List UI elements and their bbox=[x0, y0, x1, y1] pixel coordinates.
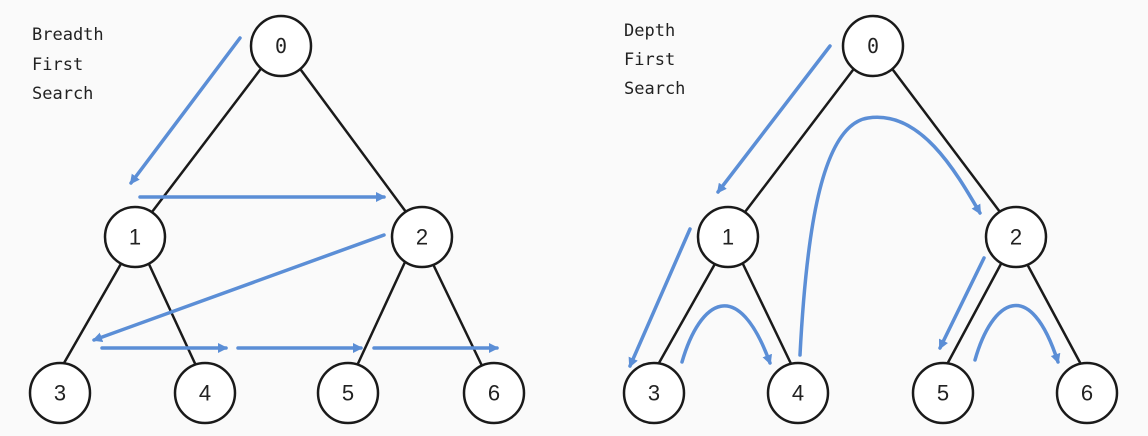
bfs-node-6-label: 6 bbox=[488, 381, 500, 406]
dfs-title-line-1: Depth bbox=[624, 21, 675, 41]
bfs-edge-2-6 bbox=[430, 261, 486, 371]
bfs-node-3: 3 bbox=[28, 361, 92, 425]
bfs-edge-1-4 bbox=[146, 261, 200, 371]
dfs-node-1-label: 1 bbox=[722, 225, 734, 250]
dfs-node-5: 5 bbox=[911, 361, 975, 425]
dfs-node-1: 1 bbox=[696, 205, 760, 269]
dfs-node-0-label: 0 bbox=[867, 34, 879, 58]
bfs-node-1: 1 bbox=[103, 205, 167, 269]
bfs-node-4: 4 bbox=[173, 361, 237, 425]
bfs-node-0: 0 bbox=[249, 14, 313, 78]
bfs-title-line-3: Search bbox=[32, 84, 93, 104]
bfs-edge-2-5 bbox=[353, 261, 407, 371]
bfs-node-0-label: 0 bbox=[275, 34, 287, 58]
dfs-edge-1-3 bbox=[653, 261, 718, 371]
dfs-node-4: 4 bbox=[766, 361, 830, 425]
bfs-node-5: 5 bbox=[316, 361, 380, 425]
bfs-node-1-label: 1 bbox=[129, 225, 141, 250]
dfs-node-6: 6 bbox=[1055, 361, 1119, 425]
dfs-arrow-1-to-3 bbox=[628, 227, 692, 368]
dfs-node-2: 2 bbox=[984, 205, 1048, 269]
bfs-node-4-label: 4 bbox=[199, 381, 211, 406]
bfs-edge-0-1 bbox=[151, 65, 264, 213]
bfs-title-line-2: First bbox=[32, 55, 83, 75]
bfs-arrow-0-to-1 bbox=[129, 36, 242, 185]
dfs-node-2-label: 2 bbox=[1010, 225, 1022, 250]
bfs-panel: Breadth First Search 0 1 2 bbox=[28, 14, 526, 425]
bfs-node-5-label: 5 bbox=[342, 381, 354, 406]
dfs-arrow-5-to-6 bbox=[973, 303, 1061, 364]
dfs-arrow-4-to-2 bbox=[798, 115, 982, 357]
dfs-panel: Depth First Search 0 1 2 3 bbox=[622, 14, 1119, 425]
dfs-edge-0-1 bbox=[744, 65, 857, 213]
dfs-edge-2-5 bbox=[942, 261, 1004, 371]
bfs-node-6: 6 bbox=[462, 361, 526, 425]
dfs-arrow-2-to-5 bbox=[938, 256, 986, 350]
bfs-edge-0-2 bbox=[296, 65, 408, 213]
dfs-title-line-3: Search bbox=[624, 79, 685, 99]
dfs-arrow-3-to-4 bbox=[680, 304, 772, 365]
dfs-node-6-label: 6 bbox=[1081, 381, 1093, 406]
dfs-node-4-label: 4 bbox=[792, 381, 804, 406]
bfs-node-2-label: 2 bbox=[416, 225, 428, 250]
dfs-edge-2-6 bbox=[1024, 261, 1086, 371]
dfs-title-line-2: First bbox=[624, 50, 675, 70]
dfs-node-3-label: 3 bbox=[648, 381, 660, 406]
dfs-edge-0-2 bbox=[889, 65, 1001, 213]
bfs-title-line-1: Breadth bbox=[32, 25, 104, 45]
bfs-edge-1-3 bbox=[58, 261, 124, 371]
dfs-node-3: 3 bbox=[622, 361, 686, 425]
dfs-arrow-0-to-1 bbox=[716, 44, 832, 194]
dfs-node-5-label: 5 bbox=[937, 381, 949, 406]
bfs-arrow-2-to-3 bbox=[92, 233, 386, 342]
bfs-node-3-label: 3 bbox=[54, 381, 66, 406]
dfs-edge-1-4 bbox=[740, 261, 796, 371]
bfs-node-2: 2 bbox=[390, 205, 454, 269]
dfs-node-0: 0 bbox=[841, 14, 905, 78]
